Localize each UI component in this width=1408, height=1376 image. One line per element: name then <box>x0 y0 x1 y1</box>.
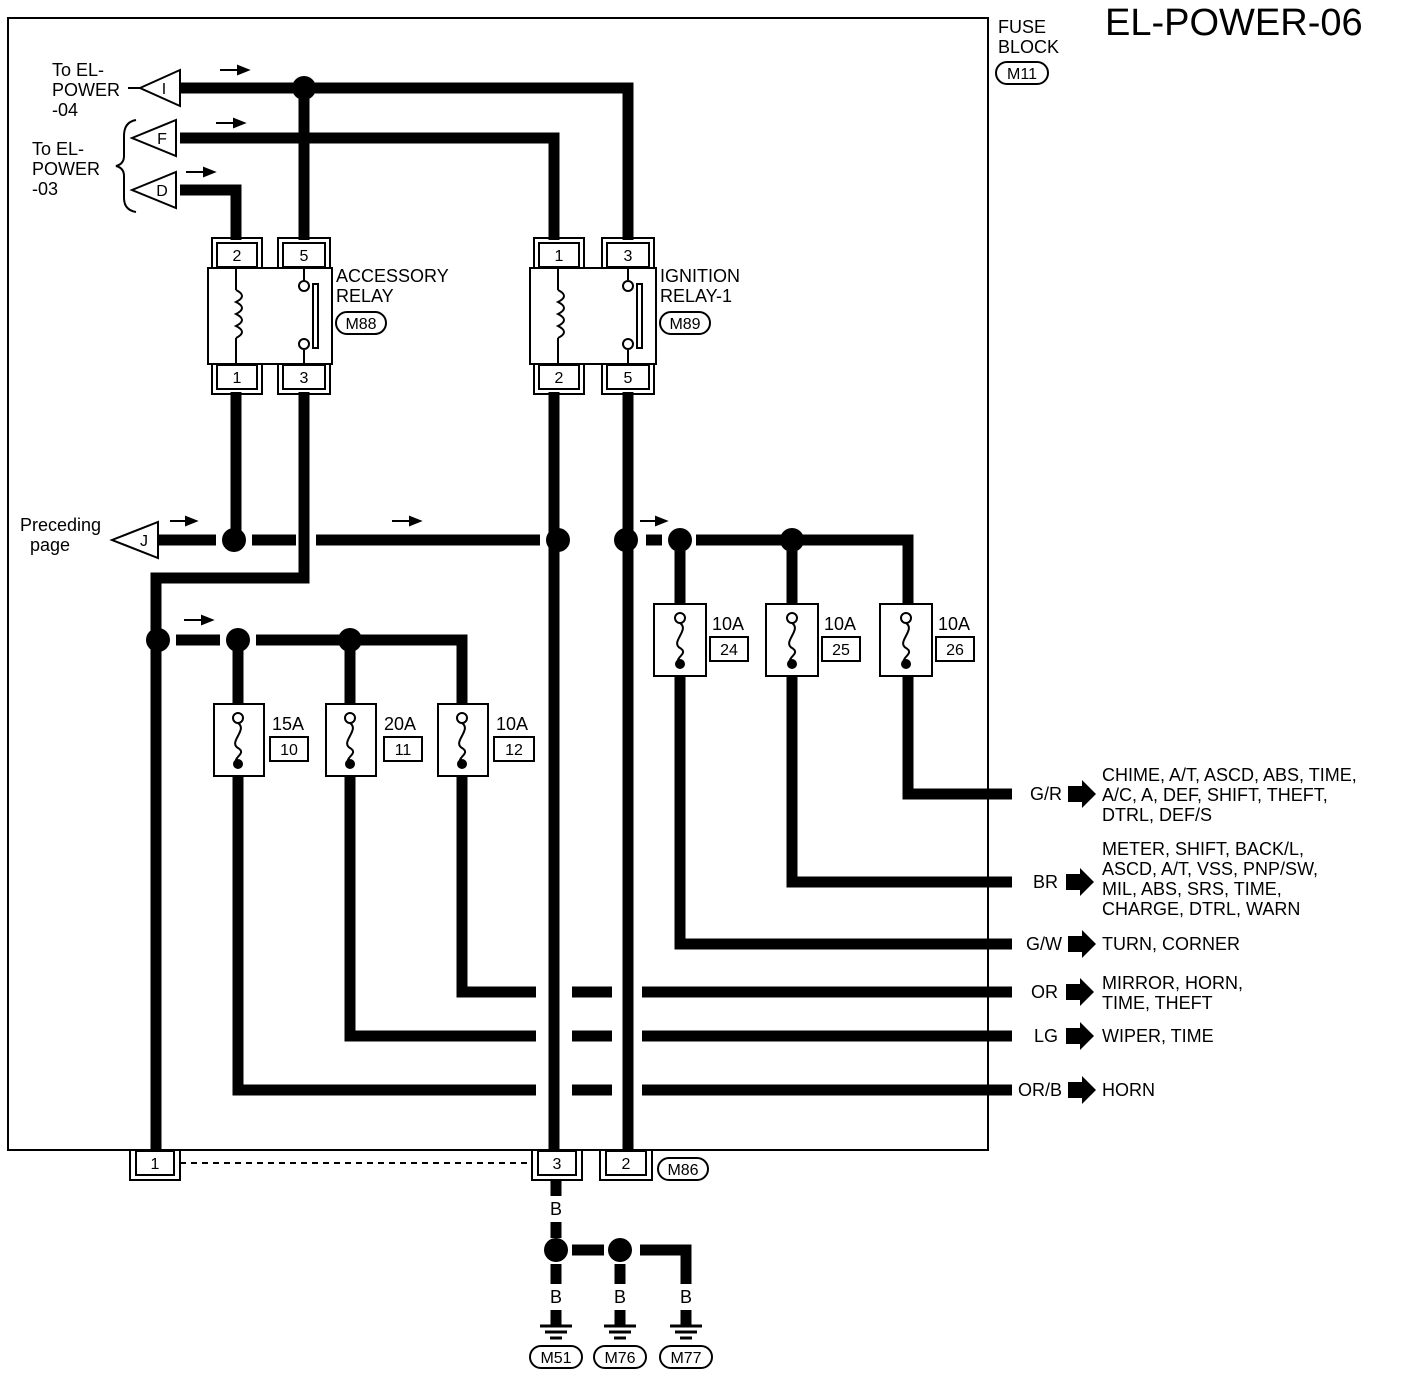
svg-text:TIME, THEFT: TIME, THEFT <box>1102 993 1213 1013</box>
svg-text:10A: 10A <box>496 714 528 734</box>
junction-dots <box>146 76 804 652</box>
fuse-11: 20A 11 <box>325 703 423 777</box>
svg-text:-04: -04 <box>52 100 78 120</box>
page-title: EL-POWER-06 <box>1105 2 1363 44</box>
output-g-w: G/W TURN, CORNER <box>1026 930 1240 958</box>
fuse-block-label: FUSE BLOCK M11 <box>995 17 1059 85</box>
svg-text:CHIME, A/T, ASCD, ABS, TIME,: CHIME, A/T, ASCD, ABS, TIME, <box>1102 765 1357 785</box>
ground-m76: M76 <box>593 1324 647 1369</box>
svg-text:26: 26 <box>946 642 964 659</box>
svg-text:MIL, ABS, SRS, TIME,: MIL, ABS, SRS, TIME, <box>1102 879 1282 899</box>
svg-text:METER, SHIFT, BACK/L,: METER, SHIFT, BACK/L, <box>1102 839 1304 859</box>
svg-text:11: 11 <box>395 742 412 759</box>
svg-text:5: 5 <box>300 248 309 265</box>
svg-text:5: 5 <box>624 370 633 387</box>
connector-m86: 1 3 2 M86 <box>129 1150 709 1181</box>
svg-text:POWER: POWER <box>32 159 100 179</box>
ground-wiring: B B B B <box>544 1180 692 1326</box>
output-or-b: OR/B HORN <box>1018 1076 1155 1104</box>
svg-text:1: 1 <box>233 370 242 387</box>
svg-text:25: 25 <box>832 642 850 659</box>
fuse-block-outline <box>7 17 989 1151</box>
svg-text:CHARGE, DTRL, WARN: CHARGE, DTRL, WARN <box>1102 899 1300 919</box>
svg-text:2: 2 <box>622 1156 631 1173</box>
svg-text:15A: 15A <box>272 714 304 734</box>
svg-text:OR/B: OR/B <box>1018 1080 1062 1100</box>
svg-text:20A: 20A <box>384 714 416 734</box>
svg-text:M89: M89 <box>669 316 700 333</box>
svg-text:I: I <box>162 81 166 98</box>
svg-text:LG: LG <box>1034 1026 1058 1046</box>
svg-text:BR: BR <box>1033 872 1058 892</box>
connector-to-el-power-03: To EL- POWER -03 F D <box>32 118 177 213</box>
svg-text:B: B <box>550 1287 562 1307</box>
svg-text:ACCESSORY: ACCESSORY <box>336 266 449 286</box>
ground-m51: M51 <box>529 1324 583 1369</box>
svg-text:G/R: G/R <box>1030 784 1062 804</box>
svg-text:10A: 10A <box>938 614 970 634</box>
svg-text:page: page <box>30 535 70 555</box>
svg-text:RELAY-1: RELAY-1 <box>660 286 732 306</box>
svg-text:TURN, CORNER: TURN, CORNER <box>1102 934 1240 954</box>
svg-text:A/C, A, DEF, SHIFT, THEFT,: A/C, A, DEF, SHIFT, THEFT, <box>1102 785 1328 805</box>
fuse-25: 10A 25 <box>765 603 861 677</box>
svg-text:G/W: G/W <box>1026 934 1062 954</box>
svg-text:M76: M76 <box>604 1350 635 1367</box>
flow-arrows <box>170 64 669 626</box>
svg-text:M88: M88 <box>345 316 376 333</box>
svg-text:F: F <box>157 131 167 148</box>
svg-text:POWER: POWER <box>52 80 120 100</box>
fuse-24: 10A 24 <box>653 603 749 677</box>
svg-text:RELAY: RELAY <box>336 286 394 306</box>
svg-text:1: 1 <box>555 248 564 265</box>
svg-text:3: 3 <box>300 370 309 387</box>
connector-to-el-power-04: To EL- POWER -04 I <box>52 60 181 120</box>
svg-text:B: B <box>614 1287 626 1307</box>
svg-text:2: 2 <box>233 248 242 265</box>
svg-text:B: B <box>550 1199 562 1219</box>
svg-text:BLOCK: BLOCK <box>998 37 1059 57</box>
svg-text:HORN: HORN <box>1102 1080 1155 1100</box>
svg-text:10: 10 <box>280 742 298 759</box>
connector-preceding-page: Preceding page J <box>20 515 159 560</box>
output-or: OR MIRROR, HORN, TIME, THEFT <box>1031 973 1243 1013</box>
ground-m77: M77 <box>659 1324 713 1369</box>
svg-text:ASCD, A/T, VSS, PNP/SW,: ASCD, A/T, VSS, PNP/SW, <box>1102 859 1318 879</box>
svg-text:M11: M11 <box>1007 66 1037 83</box>
svg-text:10A: 10A <box>824 614 856 634</box>
svg-text:D: D <box>156 183 168 200</box>
svg-text:1: 1 <box>151 1156 160 1173</box>
output-g-r: G/R CHIME, A/T, ASCD, ABS, TIME, A/C, A,… <box>1030 765 1357 825</box>
svg-text:J: J <box>140 533 148 550</box>
svg-text:24: 24 <box>720 642 738 659</box>
svg-text:To EL-: To EL- <box>52 60 104 80</box>
svg-text:M77: M77 <box>670 1350 701 1367</box>
svg-text:OR: OR <box>1031 982 1058 1002</box>
svg-text:Preceding: Preceding <box>20 515 101 535</box>
svg-text:-03: -03 <box>32 179 58 199</box>
ignition-relay-1: 1 3 2 5 IGNITION RELAY-1 M89 <box>529 237 740 395</box>
svg-text:To EL-: To EL- <box>32 139 84 159</box>
svg-text:M51: M51 <box>540 1350 571 1367</box>
svg-text:10A: 10A <box>712 614 744 634</box>
output-br: BR METER, SHIFT, BACK/L, ASCD, A/T, VSS,… <box>1033 839 1318 919</box>
svg-text:MIRROR, HORN,: MIRROR, HORN, <box>1102 973 1243 993</box>
svg-text:IGNITION: IGNITION <box>660 266 740 286</box>
svg-text:M86: M86 <box>667 1162 698 1179</box>
svg-text:B: B <box>680 1287 692 1307</box>
svg-text:FUSE: FUSE <box>998 17 1046 37</box>
wires <box>150 82 1012 1156</box>
svg-text:2: 2 <box>555 370 564 387</box>
output-lg: LG WIPER, TIME <box>1034 1022 1214 1050</box>
svg-text:3: 3 <box>553 1156 562 1173</box>
svg-text:DTRL, DEF/S: DTRL, DEF/S <box>1102 805 1212 825</box>
fuse-12: 10A 12 <box>437 703 535 777</box>
svg-text:12: 12 <box>505 742 523 759</box>
fuse-10: 15A 10 <box>213 703 309 777</box>
svg-text:3: 3 <box>624 248 633 265</box>
fuse-26: 10A 26 <box>879 603 975 677</box>
accessory-relay: 2 5 1 3 ACCESSORY RELAY M88 <box>207 237 449 395</box>
svg-text:WIPER, TIME: WIPER, TIME <box>1102 1026 1214 1046</box>
